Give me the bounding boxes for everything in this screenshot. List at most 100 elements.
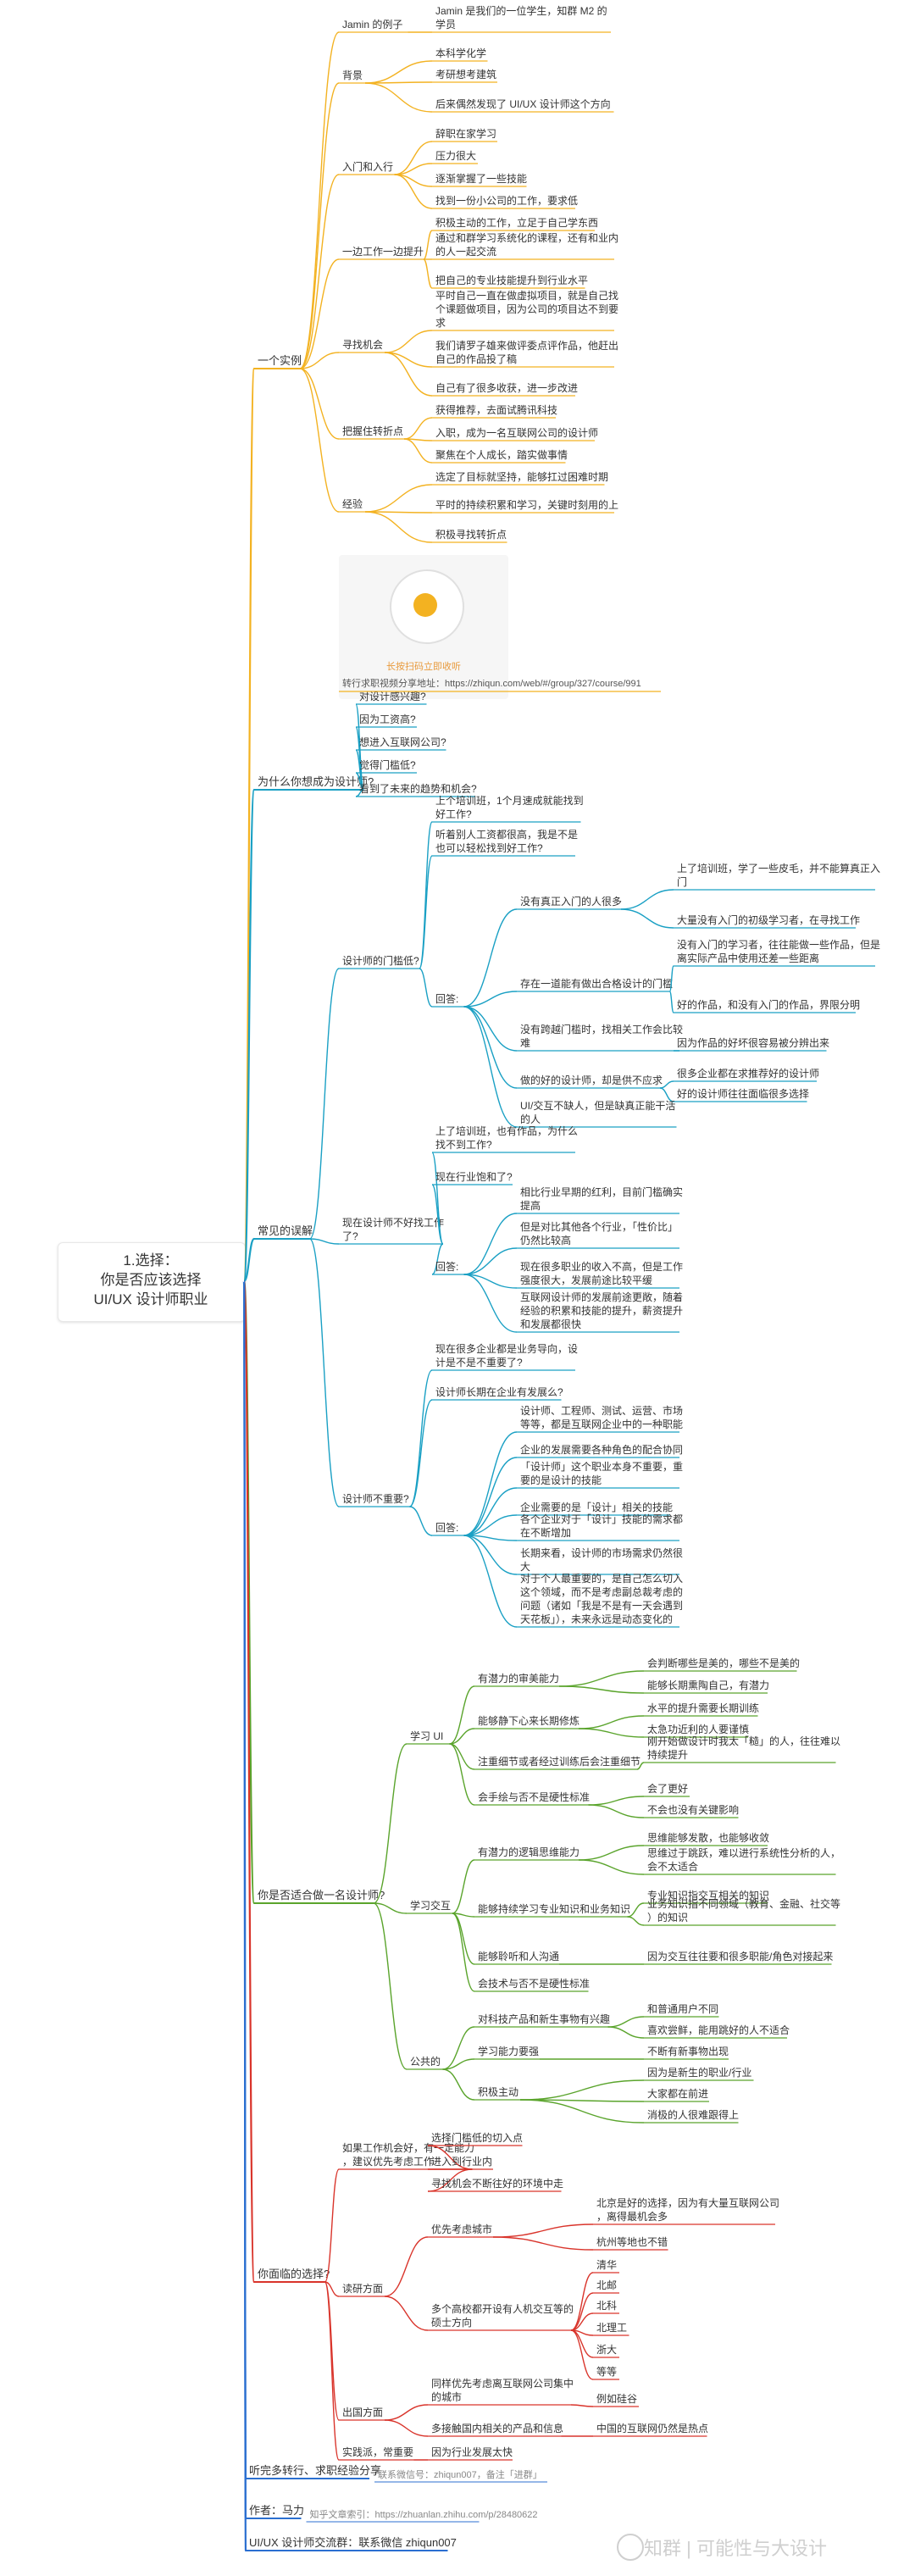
node-y41-label: 积极主动的工作，立足于自己学东西 bbox=[435, 216, 598, 229]
edge-to-r2 bbox=[324, 2281, 340, 2297]
course-link-text: 转行求职视频分享地址：https://zhiqun.com/web/#/grou… bbox=[342, 677, 641, 689]
node-g14-label: 会手绘与否不是硬性标准 bbox=[478, 1790, 590, 1803]
edge-root-to-c bbox=[242, 1237, 256, 1283]
node-b11-label: 联系微信号：zhiqun007，备注「进群」 bbox=[378, 2468, 542, 2480]
node-g121-label: 水平的提升需要长期训练 bbox=[647, 1702, 759, 1714]
edge-to-r1 bbox=[324, 2168, 340, 2283]
edge-to-y72 bbox=[364, 511, 433, 514]
qr-code-caption: 长按扫码立即收听 bbox=[386, 662, 461, 672]
node-r13-label: 寻找机会不断往好的环境中走 bbox=[431, 2177, 563, 2190]
node-y73-label: 积极寻找转折点 bbox=[435, 528, 507, 541]
node-y42-label: 通过和群学习系统化的课程，还有和业内的人一起交流 bbox=[435, 231, 618, 258]
node-c232-label: 但是对比其他各个行业，「性价比」仍然比较高 bbox=[520, 1220, 678, 1246]
node-g212-label: 思维过于跳跃，难以进行系统性分析的人，会不太适合 bbox=[647, 1846, 840, 1873]
edge-to-c22 bbox=[431, 1184, 444, 1245]
node-r32-label: 多接触国内相关的产品和信息 bbox=[431, 2422, 563, 2434]
edge-root-to-b3 bbox=[242, 1280, 247, 2551]
node-g32-label: 学习能力要强 bbox=[478, 2045, 539, 2057]
edge-to-y73 bbox=[364, 511, 433, 543]
node-y61-label: 获得推荐，去面试腾讯科技 bbox=[435, 403, 557, 416]
node-c231-label: 相比行业早期的红利，目前门槛确实提高 bbox=[520, 1185, 683, 1212]
node-g112-label: 能够长期熏陶自己，有潜力 bbox=[647, 1679, 769, 1691]
edge-to-c234 bbox=[463, 1274, 518, 1333]
node-c335-label: 各个企业对于「设计」技能的需求都在不断增加 bbox=[520, 1513, 683, 1539]
node-c23-label: 回答: bbox=[435, 1260, 458, 1273]
edge-to-r32 bbox=[384, 2419, 429, 2437]
node-r211-label: 北京是好的选择，因为有大量互联网公司，离得最机会多 bbox=[596, 2196, 779, 2223]
edge-to-c23 bbox=[431, 1243, 444, 1275]
node-c33-label: 回答: bbox=[435, 1521, 458, 1534]
node-b3-label: UI/UX 设计师交流群：联系微信 zhiqun007 bbox=[249, 2536, 457, 2549]
edge-to-c133 bbox=[463, 1006, 518, 1052]
node-r3-label: 出国方面 bbox=[342, 2406, 383, 2418]
edge-to-y1 bbox=[299, 31, 340, 369]
edge-to-c11 bbox=[419, 821, 433, 969]
node-g11-label: 有潜力的审美能力 bbox=[478, 1672, 559, 1685]
node-g142-label: 不会也没有关键影响 bbox=[647, 1803, 739, 1816]
node-r212-label: 杭州等地也不错 bbox=[596, 2235, 668, 2248]
edge-to-y23 bbox=[364, 82, 433, 113]
node-y5-label: 寻找机会 bbox=[342, 339, 383, 351]
edge-to-g211 bbox=[578, 1845, 645, 1861]
edge-to-c333 bbox=[463, 1487, 518, 1536]
edge-to-y31 bbox=[394, 141, 433, 175]
edge-to-c1311 bbox=[620, 889, 674, 910]
edge-to-c1342 bbox=[659, 1087, 674, 1102]
node-y3-label: 入门和入行 bbox=[342, 160, 393, 173]
node-y53-label: 自己有了很多收获，进一步改进 bbox=[435, 382, 578, 394]
node-g221-label: 专业知识指交互相关的知识 bbox=[647, 1889, 769, 1901]
node-y31-label: 辞职在家学习 bbox=[435, 127, 496, 140]
edge-to-c33 bbox=[409, 1506, 433, 1536]
node-y51-label: 平时自己一直在做虚拟项目，就是自己找个课题做项目，因为公司的项目达不到要求 bbox=[435, 289, 618, 329]
node-y34-label: 找到一份小公司的工作，要求低 bbox=[435, 194, 578, 207]
edge-to-y41 bbox=[423, 230, 433, 260]
node-c13-label: 回答: bbox=[435, 992, 458, 1005]
qr-code-logo-icon bbox=[413, 593, 437, 617]
node-t-label: 为什么你想成为设计师? bbox=[258, 775, 374, 788]
edge-to-y4 bbox=[299, 258, 340, 369]
node-y1-label: Jamin 的例子 bbox=[342, 18, 402, 31]
node-y23-label: 后来偶然发现了 UI/UX 设计师这个方向 bbox=[435, 97, 611, 110]
edge-to-c1 bbox=[308, 968, 340, 1240]
node-c234-label: 互联网设计师的发展前途更敞，随着经验的积累和技能的提升，薪资提升和发展都很快 bbox=[520, 1291, 683, 1330]
edge-to-g122 bbox=[578, 1728, 645, 1738]
edge-root-to-t bbox=[242, 788, 256, 1283]
node-r21-label: 优先考虑城市 bbox=[431, 2223, 492, 2235]
node-g311-label: 和普通用户不同 bbox=[647, 2002, 718, 2015]
edge-to-r3 bbox=[324, 2281, 340, 2421]
edge-to-c12 bbox=[419, 855, 433, 969]
node-y72-label: 平时的持续积累和学习，关键时刻用的上 bbox=[435, 498, 618, 511]
node-r223-label: 北科 bbox=[596, 2300, 617, 2312]
node-g312-label: 喜欢尝鲜，能用跳好的人不适合 bbox=[647, 2024, 790, 2036]
node-r321-label: 中国的互联网仍然是热点 bbox=[596, 2422, 708, 2434]
node-t5-label: 看到了未来的趋势和机会? bbox=[359, 782, 477, 795]
node-c337-label: 对于个人最重要的，是自己怎么切入这个领域，而不是考虑副总裁考虑的问题（诸如「我是… bbox=[520, 1572, 683, 1625]
edge-to-c1321 bbox=[668, 965, 674, 992]
edge-to-g2 bbox=[373, 1902, 408, 1914]
edge-to-y51 bbox=[384, 330, 433, 353]
edge-to-c32 bbox=[409, 1399, 433, 1507]
watermark-text: 知群 | 可能性与大设计 bbox=[644, 2538, 827, 2559]
root-node-label: 1.选择： 你是否应该选择 UI/UX 设计师职业 bbox=[93, 1252, 208, 1307]
node-y11-label: Jamin 是我们的一位学生，知群 M2 的学员 bbox=[435, 4, 607, 31]
edge-to-c337 bbox=[463, 1535, 518, 1628]
node-t1-label: 对设计感兴趣? bbox=[359, 690, 426, 702]
edge-to-c233 bbox=[463, 1274, 518, 1289]
edge-to-c331 bbox=[463, 1431, 518, 1536]
edge-to-g332 bbox=[519, 2099, 645, 2102]
node-y63-label: 聚焦在个人成长，踏实做事情 bbox=[435, 448, 568, 461]
edge-to-c334 bbox=[463, 1514, 518, 1536]
node-g13-label: 注重细节或者经过训练后会注重细节 bbox=[478, 1755, 640, 1768]
edge-to-c31 bbox=[408, 1369, 433, 1507]
node-c334-label: 企业需要的是「设计」相关的技能 bbox=[520, 1501, 673, 1513]
edge-to-g22 bbox=[452, 1913, 475, 1918]
node-c336-label: 长期来看，设计师的市场需求仍然很大 bbox=[520, 1546, 683, 1573]
edge-root-to-r bbox=[242, 1280, 256, 2284]
node-g222-label: 业务知识指不同领域（教育、金融、社交等）的知识 bbox=[647, 1897, 840, 1924]
node-t4-label: 觉得门槛低? bbox=[359, 758, 416, 771]
edge-to-y5 bbox=[299, 352, 340, 369]
node-c331-label: 设计师、工程师、测试、运营、市场等等，都是互联网企业中的一种职能 bbox=[520, 1404, 683, 1430]
edge-to-g333 bbox=[519, 2099, 645, 2124]
node-y4-label: 一边工作一边提升 bbox=[342, 245, 424, 258]
node-y33-label: 逐渐掌握了一些技能 bbox=[435, 172, 527, 185]
